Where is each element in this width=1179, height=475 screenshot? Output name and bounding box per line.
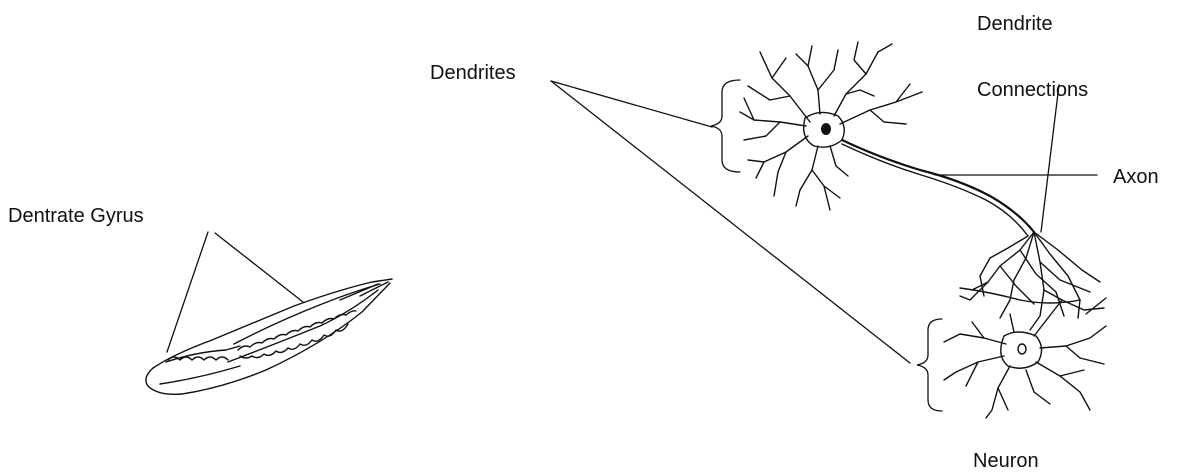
dendrite-connections-label-line1: Dendrite xyxy=(977,13,1053,35)
upper-nucleus xyxy=(821,123,831,135)
dentrate-gyrus-label: Dentrate Gyrus xyxy=(8,205,144,227)
leader-dendrite-connections xyxy=(1041,85,1059,232)
leader-dendrites-lower xyxy=(551,81,910,363)
lower-nucleus xyxy=(1018,344,1026,354)
leader-dendrites-upper xyxy=(551,81,712,127)
leader-dentrate-gyrus-left xyxy=(167,232,208,352)
dendrite-connections-label-line2: Connections xyxy=(977,79,1088,101)
dendrites-brace-upper xyxy=(711,80,740,172)
leader-dentrate-gyrus-right xyxy=(215,233,303,302)
axon xyxy=(842,140,1034,232)
dendrite-connections-sketch xyxy=(960,232,1104,330)
leader-lines xyxy=(167,81,1097,363)
dendrites-label: Dendrites xyxy=(430,62,516,84)
neuron-upper xyxy=(740,42,1034,236)
dendrites-brace-lower xyxy=(917,319,942,411)
dentate-gyrus-sketch xyxy=(146,279,392,394)
neuron-lower xyxy=(944,298,1106,418)
neuron-label: Neuron xyxy=(973,450,1039,472)
axon-label: Axon xyxy=(1113,166,1159,188)
